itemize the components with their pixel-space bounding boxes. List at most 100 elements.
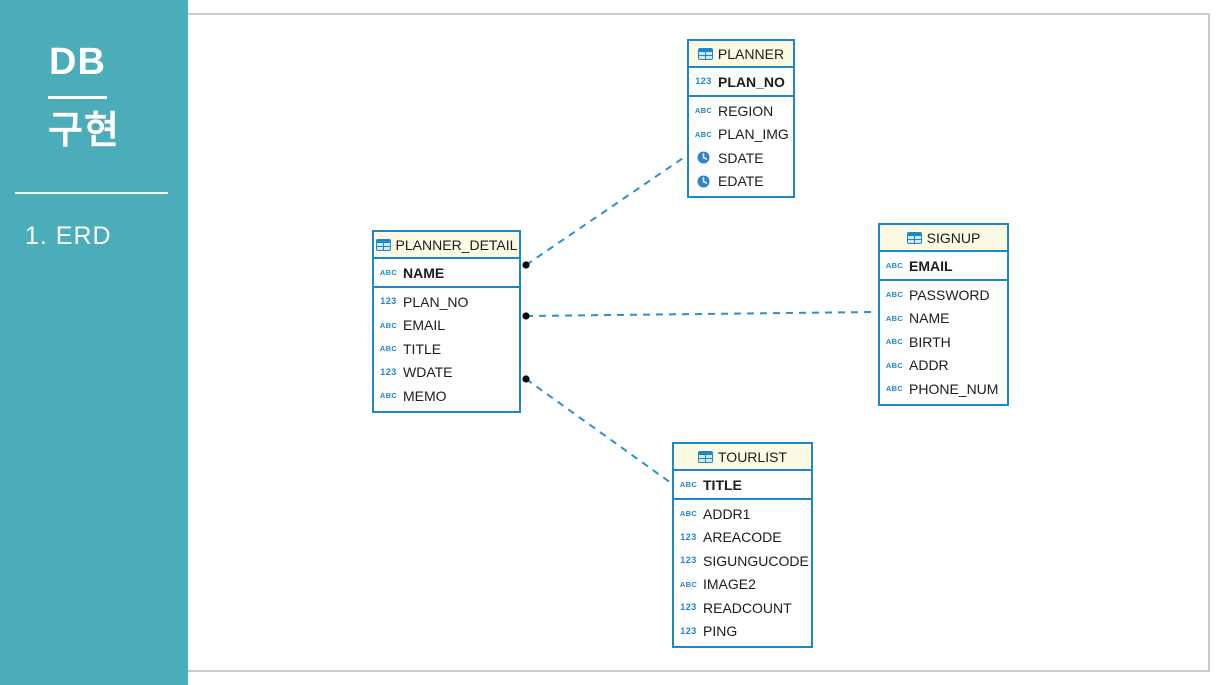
- field-name: PHONE_NUM: [909, 380, 999, 397]
- field-name: ADDR: [909, 357, 949, 374]
- table-field-row: ABC PASSWORD: [880, 283, 1007, 307]
- table-title: PLANNER_DETAIL: [395, 236, 518, 253]
- table-title: SIGNUP: [926, 229, 981, 246]
- relationship-line-planner: [525, 155, 687, 266]
- sidebar-divider: [15, 192, 168, 194]
- table-key-row: ABC TITLE: [674, 471, 811, 498]
- canvas-border-top: [188, 13, 1209, 15]
- datetime-type-icon: [694, 175, 713, 188]
- relationship-line-tourlist: [525, 378, 672, 484]
- table-field-row: SDATE: [689, 146, 793, 170]
- table-icon: [375, 238, 391, 251]
- text-type-icon: ABC: [679, 579, 698, 589]
- table-key-section: ABC TITLE: [674, 471, 811, 500]
- field-name: IMAGE2: [703, 576, 756, 593]
- field-name: TITLE: [403, 340, 442, 357]
- table-header: PLANNER_DETAIL: [374, 232, 519, 259]
- field-name: WDATE: [403, 364, 453, 381]
- text-type-icon: ABC: [379, 320, 398, 330]
- field-name: PLAN_NO: [403, 293, 469, 310]
- field-name: EMAIL: [909, 257, 953, 274]
- table-key-section: 123 PLAN_NO: [689, 68, 793, 97]
- table-field-row: 123 PLAN_NO: [374, 290, 519, 314]
- text-type-icon: ABC: [379, 267, 398, 277]
- connector-dot: [522, 312, 530, 320]
- text-type-icon: ABC: [885, 290, 904, 299]
- table-body: ABC REGION ABC PLAN_IMG SDATE EDATE: [689, 97, 793, 196]
- table-field-row: 123 READCOUNT: [674, 596, 811, 620]
- table-title: PLANNER: [717, 45, 785, 62]
- table-field-row: ABC BIRTH: [880, 330, 1007, 354]
- table-field-row: ABC PLAN_IMG: [689, 123, 793, 147]
- table-icon: [906, 231, 922, 244]
- text-type-icon: ABC: [679, 479, 698, 489]
- table-header: TOURLIST: [674, 444, 811, 471]
- number-type-icon: 123: [380, 366, 397, 377]
- table-key-section: ABC EMAIL: [880, 252, 1007, 281]
- connector-dot: [522, 375, 530, 383]
- text-type-icon: ABC: [885, 260, 904, 270]
- table-body: 123 PLAN_NO ABC EMAIL ABC TITLE 123 WDAT…: [374, 288, 519, 411]
- text-type-icon: ABC: [885, 313, 904, 323]
- datetime-type-icon: [694, 151, 713, 164]
- field-name: PASSWORD: [909, 286, 990, 303]
- erd-table-tourlist[interactable]: TOURLIST ABC TITLE ABC ADDR1 123 AREACOD…: [672, 442, 813, 648]
- table-field-row: 123 WDATE: [374, 361, 519, 385]
- table-body: ABC ADDR1 123 AREACODE 123 SIGUNGUCODE A…: [674, 500, 811, 646]
- erd-table-planner[interactable]: PLANNER 123 PLAN_NO ABC REGION ABC PLAN_…: [687, 39, 795, 198]
- number-type-icon: 123: [680, 625, 697, 636]
- number-type-icon: 123: [680, 602, 697, 613]
- sidebar: DB 구현 1. ERD: [0, 0, 188, 685]
- table-field-row: 123 PING: [674, 620, 811, 644]
- field-name: TITLE: [703, 476, 742, 493]
- field-name: NAME: [403, 264, 445, 281]
- table-field-row: ABC ADDR1: [674, 502, 811, 526]
- table-title: TOURLIST: [718, 448, 787, 465]
- field-name: NAME: [909, 310, 950, 327]
- erd-table-signup[interactable]: SIGNUP ABC EMAIL ABC PASSWORD ABC NAME A…: [878, 223, 1009, 406]
- number-type-icon: 123: [695, 76, 712, 86]
- connector-dot: [522, 261, 530, 269]
- field-name: SIGUNGUCODE: [703, 552, 809, 569]
- text-type-icon: ABC: [679, 509, 698, 518]
- table-field-row: ABC IMAGE2: [674, 573, 811, 597]
- table-field-row: ABC EMAIL: [374, 314, 519, 338]
- table-field-row: EDATE: [689, 170, 793, 194]
- number-type-icon: 123: [680, 531, 697, 542]
- table-key-row: ABC NAME: [374, 259, 519, 286]
- text-type-icon: ABC: [379, 391, 398, 400]
- text-type-icon: ABC: [694, 129, 713, 139]
- field-name: BIRTH: [909, 333, 951, 350]
- table-header: PLANNER: [689, 41, 793, 68]
- field-name: EMAIL: [403, 317, 446, 334]
- erd-table-planner-detail[interactable]: PLANNER_DETAIL ABC NAME 123 PLAN_NO ABC …: [372, 230, 521, 413]
- field-name: PLAN_IMG: [718, 126, 789, 143]
- text-type-icon: ABC: [885, 384, 904, 393]
- field-name: READCOUNT: [703, 599, 792, 616]
- relationship-line-signup: [525, 311, 877, 317]
- field-name: MEMO: [403, 387, 447, 404]
- text-type-icon: ABC: [885, 337, 904, 346]
- table-field-row: 123 AREACODE: [674, 526, 811, 550]
- slide-title: DB 구현: [48, 30, 120, 163]
- table-field-row: ABC TITLE: [374, 337, 519, 361]
- field-name: REGION: [718, 102, 774, 119]
- field-name: PLAN_NO: [718, 73, 785, 90]
- field-name: PING: [703, 623, 738, 640]
- field-name: SDATE: [718, 149, 764, 166]
- table-field-row: ABC REGION: [689, 99, 793, 123]
- table-key-section: ABC NAME: [374, 259, 519, 288]
- table-icon: [698, 450, 713, 463]
- canvas-border-bottom: [188, 670, 1209, 672]
- table-field-row: ABC NAME: [880, 307, 1007, 331]
- text-type-icon: ABC: [694, 106, 713, 115]
- table-field-row: ABC PHONE_NUM: [880, 377, 1007, 401]
- section-label: 1. ERD: [25, 222, 112, 250]
- table-header: SIGNUP: [880, 225, 1007, 252]
- number-type-icon: 123: [680, 555, 697, 566]
- field-name: AREACODE: [703, 529, 782, 546]
- table-field-row: 123 SIGUNGUCODE: [674, 549, 811, 573]
- table-field-row: ABC MEMO: [374, 384, 519, 408]
- text-type-icon: ABC: [379, 344, 398, 353]
- text-type-icon: ABC: [885, 360, 904, 370]
